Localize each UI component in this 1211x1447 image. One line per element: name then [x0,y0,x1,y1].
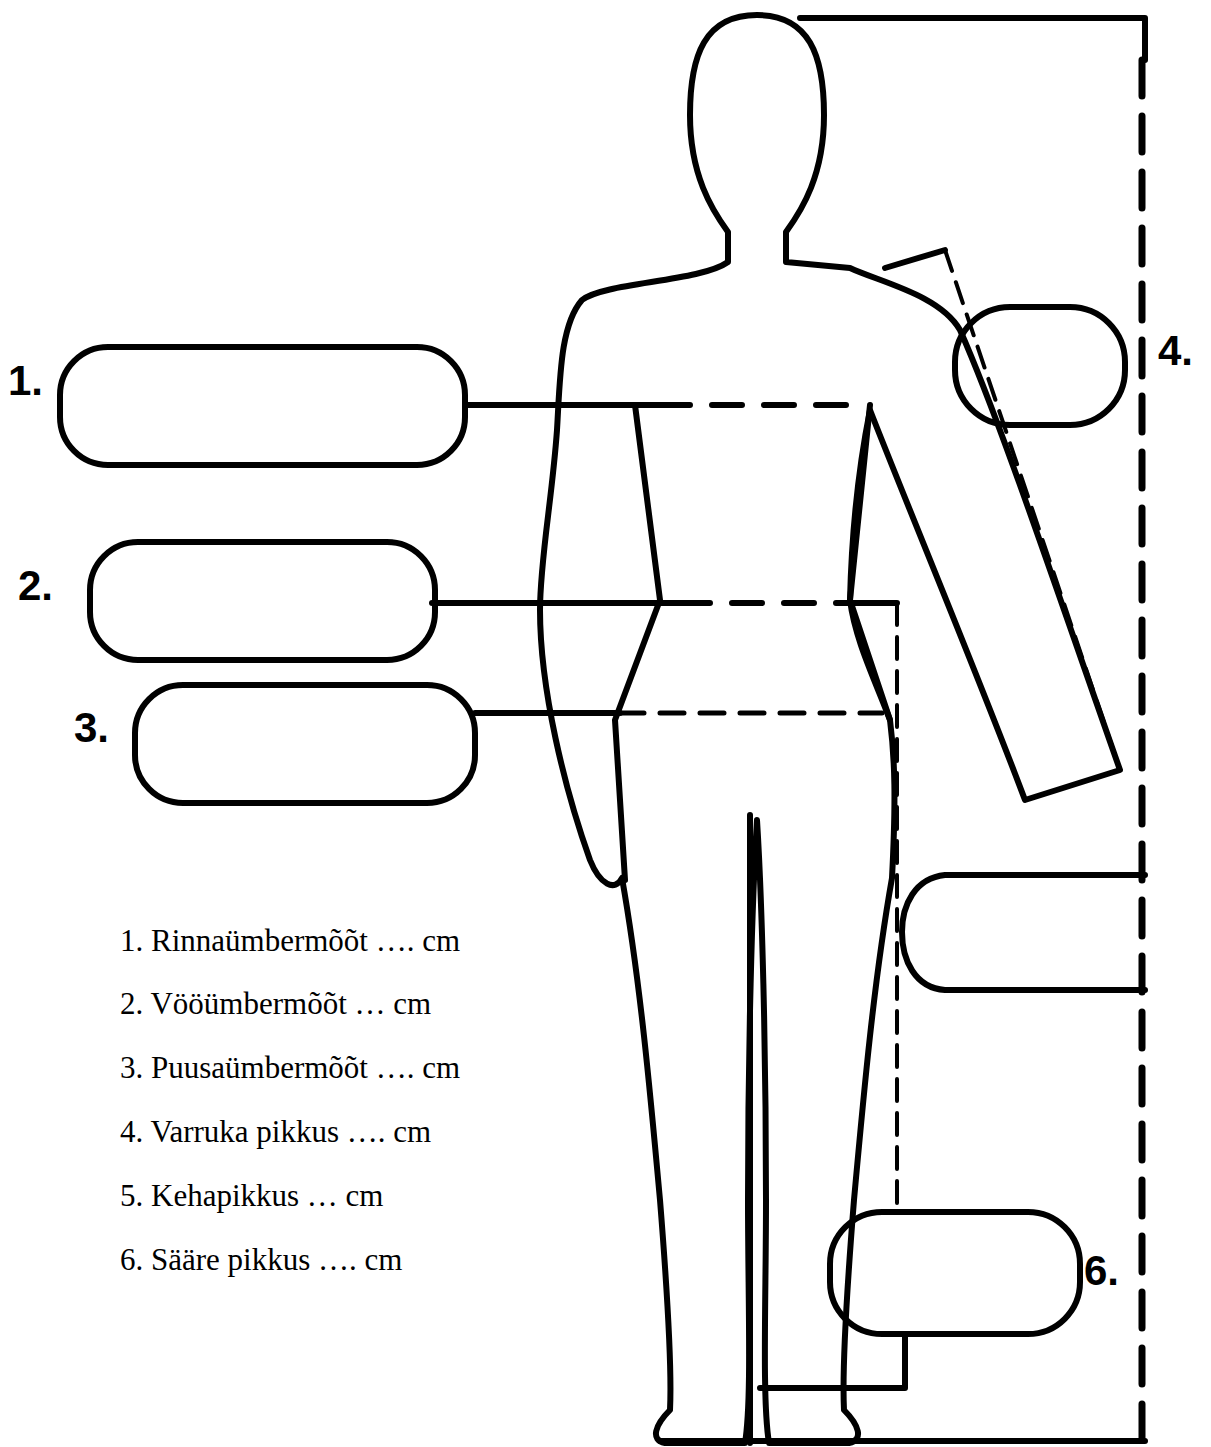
measure-item: 5. Kehapikkus … cm [120,1180,383,1211]
answer-box [60,347,465,465]
waist-line [680,600,850,606]
waist-line [432,600,680,606]
body-outline [540,15,1120,1443]
answer-box [135,685,475,803]
sleeve-outline [885,250,945,268]
measure-item: 2. Vööümbermõõt … cm [120,988,431,1019]
chest-line [660,402,862,408]
callout-number: 3. [74,707,109,749]
answer-box [830,1212,1080,1334]
callout-number: 2. [18,565,53,607]
leg-length-line [895,603,899,1212]
height-box [902,875,1145,990]
sleeve-outline [945,250,1120,770]
callout-number: 4. [1158,330,1193,372]
measure-item: 1. Rinnaümbermõõt …. cm [120,925,460,956]
answer-box [955,307,1125,425]
waist-line [850,600,897,606]
measure-item: 6. Sääre pikkus …. cm [120,1244,402,1275]
measure-item: 4. Varruka pikkus …. cm [120,1116,431,1147]
hip-line [475,710,620,716]
measure-item: 3. Puusaümbermõõt …. cm [120,1052,460,1083]
height-line [800,18,1145,60]
hip-line [620,711,882,716]
height-line [660,1438,1145,1444]
callout-number: 1. [8,360,43,402]
height-line [1139,60,1146,1440]
callout-number: 6. [1084,1250,1119,1292]
torso-line [850,405,890,720]
leg-leader [760,1335,905,1388]
torso-line [615,405,660,880]
inseam-line [747,815,753,1443]
answer-box [90,542,435,660]
chest-line [465,402,660,408]
